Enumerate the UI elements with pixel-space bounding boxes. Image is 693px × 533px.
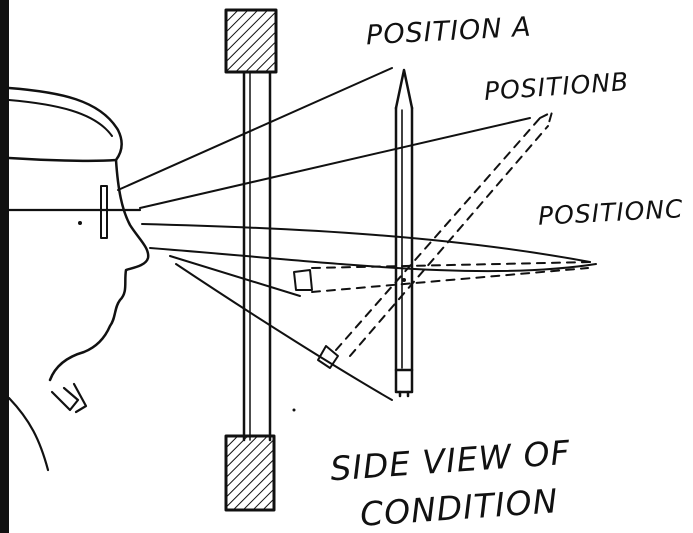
eye-icon [78, 221, 82, 225]
observer-profile [48, 158, 150, 382]
pencil-position-c [311, 261, 593, 293]
pencil-position-b [335, 111, 553, 357]
window-frame-column [224, 8, 278, 512]
pencil-position-a [394, 68, 414, 398]
sight-lines [117, 67, 597, 401]
page-left-border [0, 0, 9, 533]
eye-glasses [100, 185, 108, 239]
observer-cap [7, 86, 123, 163]
